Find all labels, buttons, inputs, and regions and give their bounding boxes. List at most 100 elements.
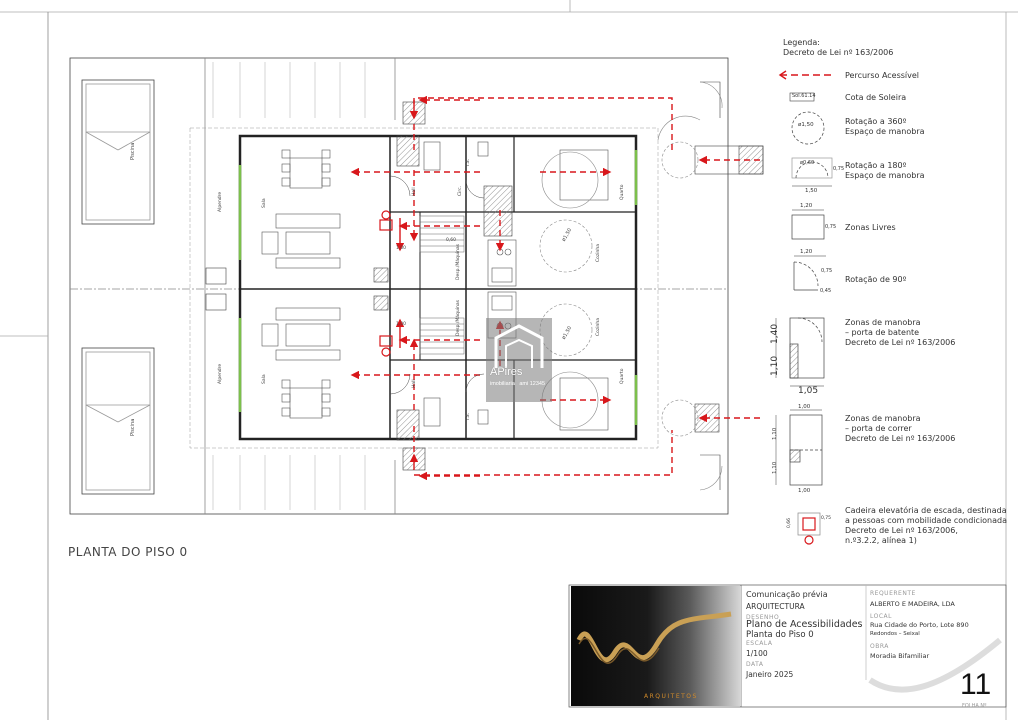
site-outline bbox=[69, 57, 729, 515]
legend-dim-correr-4: 1,00 bbox=[798, 488, 811, 494]
route-arrows-vertical bbox=[395, 100, 419, 470]
logo-mark bbox=[576, 611, 732, 664]
tb-work: Moradia Bifamiliar bbox=[870, 652, 930, 660]
legend-title: Legenda: bbox=[783, 38, 820, 47]
glazing bbox=[238, 150, 638, 425]
legend-dim-correr-3: 1,10 bbox=[772, 461, 778, 474]
tb-discipline: ARQUITECTURA bbox=[746, 602, 805, 611]
pool-bottom bbox=[81, 347, 155, 495]
watermark-sub: imobiliaria ami 12345 bbox=[490, 381, 545, 387]
room-label-pool-bottom: Piscina bbox=[130, 418, 136, 436]
watermark-name: APires bbox=[490, 366, 523, 378]
watermark-sub-1: imobiliaria bbox=[490, 381, 515, 387]
room-label-is-top: I.S. bbox=[466, 158, 471, 166]
tb-local-label: LOCAL bbox=[870, 613, 892, 620]
paving bbox=[212, 62, 366, 510]
room-label-cozinha-bottom: Cozinha bbox=[596, 318, 601, 336]
tb-drawing-2: Planta do Piso 0 bbox=[746, 630, 814, 640]
legend-dim-180-r: ø0,60 bbox=[800, 160, 815, 166]
room-label-desp-top: Desp./Máquinas bbox=[456, 244, 461, 280]
room-label-hall-top: Hall bbox=[412, 187, 417, 196]
legend-dim-correr-1: 1,00 bbox=[798, 404, 811, 410]
tb-requester-label: REQUERENTE bbox=[870, 590, 916, 597]
legend-tag-soleira: Sol.61.14 bbox=[792, 93, 816, 99]
tb-date-label: DATA bbox=[746, 661, 764, 668]
legend-item-rot90: Rotação de 90º bbox=[845, 275, 907, 284]
legend-decree: Decreto de Lei nº 163/2006 bbox=[783, 48, 894, 57]
legend-item-lift-3: Decreto de Lei nº 163/2006, bbox=[845, 526, 958, 535]
manoeuvre-circles bbox=[657, 81, 723, 491]
tb-drawing-label: DESENHO bbox=[746, 614, 780, 621]
legend-dim-batente-3: 1,05 bbox=[798, 386, 819, 396]
legend-item-soleira: Cota de Soleira bbox=[845, 93, 907, 102]
legend-item-batente: Zonas de manobra bbox=[845, 318, 921, 327]
sofa-bottom bbox=[261, 307, 341, 361]
legend-item-lift: Cadeira elevatória de escada, destinada bbox=[845, 506, 1007, 515]
tb-type: Comunicação prévia bbox=[746, 590, 828, 599]
legend-item-livres: Zonas Livres bbox=[845, 223, 896, 232]
watermark-sub-2: ami 12345 bbox=[519, 381, 546, 387]
pool-top bbox=[81, 79, 155, 225]
title-block bbox=[568, 584, 1007, 708]
sheet-label: FOLHA Nº bbox=[962, 703, 987, 709]
legend-item-batente-decree: Decreto de Lei nº 163/2006 bbox=[845, 338, 956, 347]
dim-door-bottom: 1.00 bbox=[396, 322, 407, 327]
legend-dim-lift-2: 0,75 bbox=[821, 516, 832, 521]
legend-dim-360: ø1,50 bbox=[798, 122, 814, 128]
tb-scale-label: ESCALA bbox=[746, 640, 773, 647]
dining-table-bottom bbox=[281, 379, 331, 419]
legend-item-correr-decree: Decreto de Lei nº 163/2006 bbox=[845, 434, 956, 443]
legend-dim-180-h: 0,75 bbox=[833, 166, 845, 172]
legend-item-rot360-sub: Espaço de manobra bbox=[845, 127, 925, 136]
tb-requester: ALBERTO E MADEIRA, LDA bbox=[870, 600, 955, 608]
sofa-top bbox=[261, 213, 341, 269]
legend-dim-correr-2: 1,10 bbox=[772, 427, 778, 440]
room-label-pool-top: Piscina bbox=[130, 142, 136, 160]
legend-symbols bbox=[775, 70, 835, 545]
legend-item-rot360: Rotação a 360º bbox=[845, 117, 907, 126]
tb-work-label: OBRA bbox=[870, 643, 889, 650]
legend-item-batente-sub: – porta de batente bbox=[845, 328, 920, 337]
bed-top bbox=[541, 149, 609, 209]
dim-door-top: 1.00 bbox=[396, 246, 407, 251]
tb-local-2: Redondos – Seixal bbox=[870, 631, 920, 637]
legend-item-lift-4: n.º3.2.2, alínea 1) bbox=[845, 536, 917, 545]
room-label-circ-top: Circ. bbox=[458, 185, 463, 196]
dim-060: 0,60 bbox=[446, 238, 457, 243]
legend-dim-rot90-h: 0,75 bbox=[821, 268, 833, 274]
sheet-number: 11 bbox=[960, 668, 992, 701]
stair-lift-symbols bbox=[379, 210, 393, 357]
house-walls bbox=[238, 134, 638, 441]
plan-title: PLANTA DO PISO 0 bbox=[68, 545, 188, 559]
tb-date: Janeiro 2025 bbox=[746, 670, 794, 679]
tb-scale: 1/100 bbox=[746, 649, 768, 658]
room-label-alpendre-bottom: Alpendre bbox=[218, 363, 223, 384]
dining-table-top bbox=[281, 149, 331, 189]
legend-dim-180-w: 1,50 bbox=[805, 188, 818, 194]
doors bbox=[389, 175, 485, 395]
room-label-cozinha-top: Cozinha bbox=[596, 244, 601, 262]
legend-dim-rot90-w: 1,20 bbox=[800, 249, 813, 255]
legend-dim-livres-w: 1,20 bbox=[800, 203, 813, 209]
tb-drawing: Plano de Acessibilidades bbox=[746, 619, 863, 630]
legend-item-rot180-sub: Espaço de manobra bbox=[845, 171, 925, 180]
room-label-quarto-bottom: Quarto bbox=[620, 368, 625, 384]
room-label-is-bottom: I.S. bbox=[466, 412, 471, 420]
legend-dim-batente-2: 1,10 bbox=[770, 355, 780, 376]
room-label-sala-bottom: Sala bbox=[262, 374, 267, 384]
legend-item-lift-2: a pessoas com mobilidade condicionada bbox=[845, 516, 1008, 525]
legend-item-route: Percurso Acessível bbox=[845, 71, 920, 80]
legend-dim-lift-1: 0,66 bbox=[787, 517, 792, 528]
tb-local: Rua Cidade do Porto, Lote 890 bbox=[870, 621, 969, 629]
stairs bbox=[419, 215, 465, 355]
legend-dim-livres-h: 0,75 bbox=[825, 224, 837, 230]
wc-fixtures bbox=[423, 141, 489, 427]
room-label-alpendre-top: Alpendre bbox=[218, 191, 223, 212]
room-label-hall-bottom: Hall bbox=[412, 379, 417, 388]
legend-item-rot180: Rotação a 180º bbox=[845, 161, 907, 170]
legend-dim-batente-1: 1,40 bbox=[770, 323, 780, 344]
room-label-sala-top: Sala bbox=[262, 198, 267, 208]
hatched-elements bbox=[205, 101, 764, 471]
